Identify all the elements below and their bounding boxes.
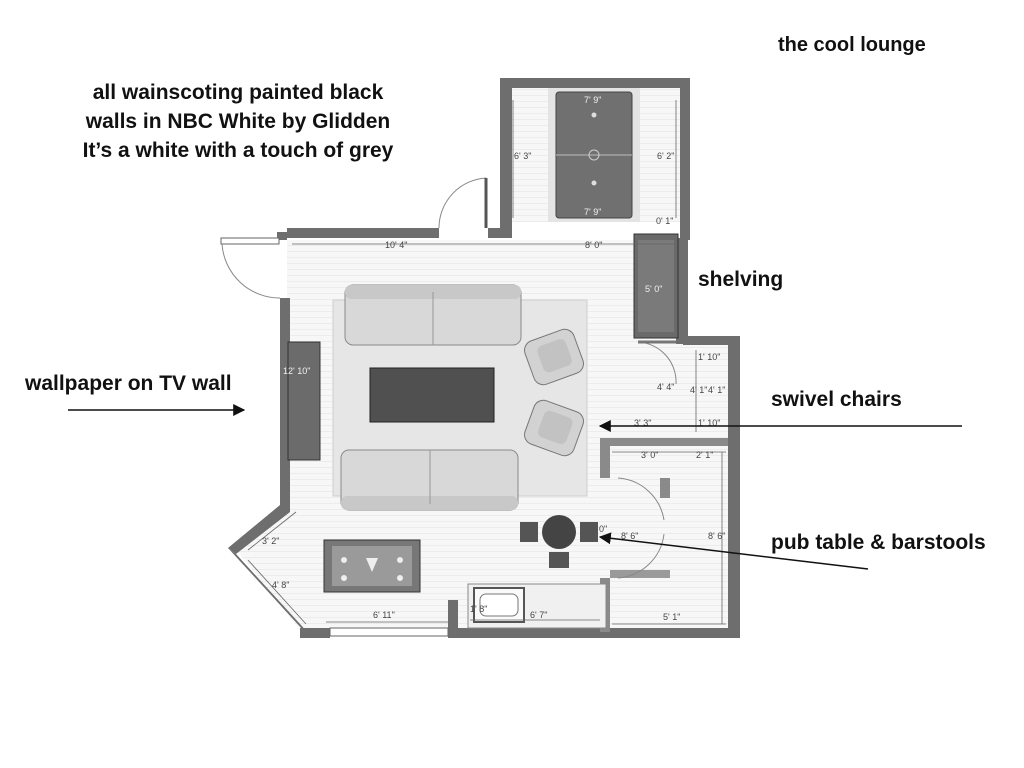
- dim-label: 0' 1": [656, 216, 673, 226]
- game-table: [323, 539, 421, 593]
- lounge-walls: [228, 228, 740, 638]
- sofa-bottom: [340, 449, 519, 511]
- shelving-label: shelving: [698, 268, 784, 291]
- dim-label: 8' 6": [621, 531, 638, 541]
- dim-label: 4' 1": [690, 385, 707, 395]
- coffee-table: [369, 367, 495, 423]
- note-line: all wainscoting painted black: [92, 81, 384, 104]
- paint-notes: all wainscoting painted black walls in N…: [48, 78, 428, 165]
- dim-label: 10' 4": [385, 240, 407, 250]
- sofa-top: [344, 284, 522, 346]
- swivel-chair: [524, 399, 584, 457]
- pool-room-walls: [500, 78, 690, 238]
- dim-label: 5' 0": [645, 284, 662, 294]
- dim-label: 2' 1": [696, 450, 713, 460]
- dim-label: 8' 6": [708, 531, 725, 541]
- dim-label: 6' 3": [514, 151, 531, 161]
- dim-label: 3' 3": [634, 418, 651, 428]
- dim-label: 1' 8": [470, 604, 487, 614]
- dim-label: 1' 10": [698, 352, 720, 362]
- bar-counter: [467, 583, 607, 629]
- dim-label: 4' 8": [272, 580, 289, 590]
- pool-table: [548, 88, 640, 222]
- shelving-unit: [633, 233, 679, 339]
- annotation-arrows: [68, 404, 962, 570]
- door-swings: [221, 177, 677, 579]
- pub-table-arrow: [598, 532, 869, 570]
- note-line: walls in NBC White by Glidden: [85, 110, 391, 133]
- dim-label: 7' 9": [584, 95, 601, 105]
- tv-wall: [287, 341, 321, 461]
- windows: [220, 237, 449, 637]
- note-line: It’s a white with a touch of grey: [82, 139, 394, 162]
- dim-label: 4' 4": [657, 382, 674, 392]
- dimension-lines: [247, 100, 728, 625]
- dim-label: 12' 10": [283, 366, 310, 376]
- pub-table-label: pub table & barstools: [771, 531, 986, 554]
- dim-label: 8' 0": [585, 240, 602, 250]
- dim-label: 6' 2": [657, 151, 674, 161]
- dim-label: 7' 9": [584, 207, 601, 217]
- wallpaper-label: wallpaper on TV wall: [25, 372, 232, 395]
- swivel-chair: [524, 328, 584, 386]
- dim-label: 4' 1": [708, 385, 725, 395]
- swivel-chairs-label: swivel chairs: [771, 388, 902, 411]
- dim-label: 3' 2": [262, 536, 279, 546]
- dim-label: 5' 1": [663, 612, 680, 622]
- dim-label: 1' 10": [698, 418, 720, 428]
- dimension-labels: 10' 4" 8' 0" 6' 3" 6' 2" 7' 9" 7' 9" 0' …: [262, 95, 725, 622]
- dim-label: 3' 0": [641, 450, 658, 460]
- page-title: the cool lounge: [778, 34, 926, 56]
- dim-label: 0": [599, 524, 607, 534]
- pub-table: [520, 515, 598, 568]
- dim-label: 6' 11": [373, 610, 395, 620]
- dim-label: 6' 7": [530, 610, 547, 620]
